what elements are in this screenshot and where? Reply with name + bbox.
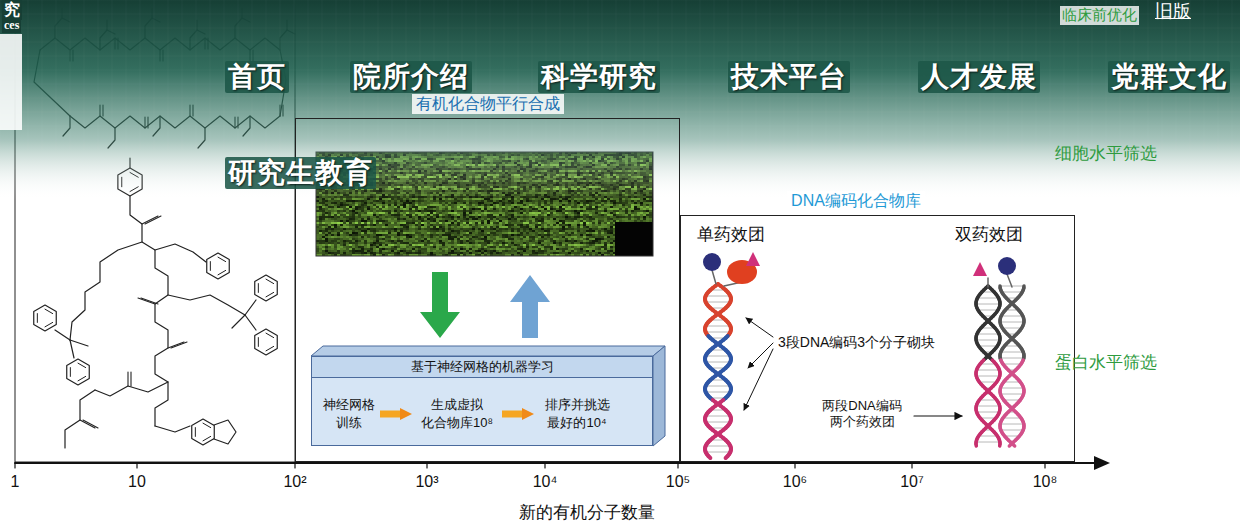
- page: 有机化合物平行合成基于神经网格的机器学习神经网格 训练生成虚拟 化合物库10⁸排…: [0, 0, 1240, 526]
